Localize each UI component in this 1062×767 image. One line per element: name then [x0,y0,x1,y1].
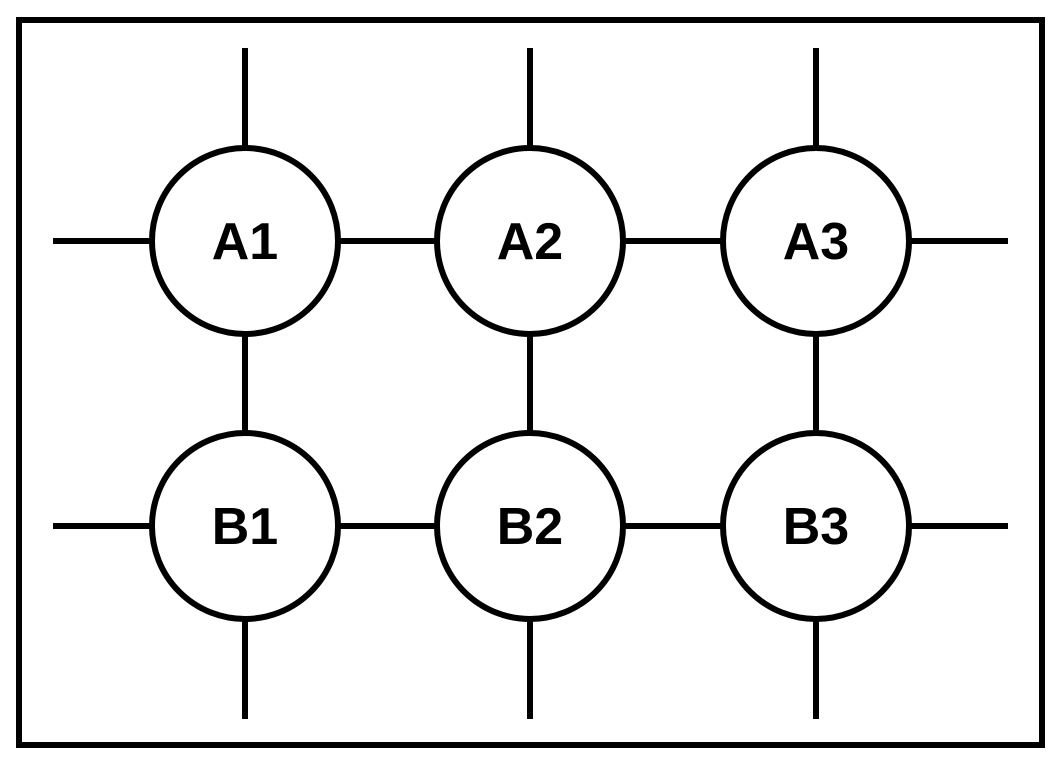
node-circle [720,430,912,622]
node-a3: A3 [720,145,912,337]
node-circle [149,145,341,337]
node-b1: B1 [149,430,341,622]
node-circle [720,145,912,337]
node-circle [149,430,341,622]
node-circle [434,145,626,337]
node-b2: B2 [434,430,626,622]
node-label: B3 [783,498,849,556]
node-label: B2 [497,498,563,556]
node-circle [434,430,626,622]
node-label: B1 [212,498,278,556]
node-a2: A2 [434,145,626,337]
node-label: A1 [212,213,278,271]
node-label: A2 [497,213,563,271]
node-b3: B3 [720,430,912,622]
node-label: A3 [783,213,849,271]
node-a1: A1 [149,145,341,337]
